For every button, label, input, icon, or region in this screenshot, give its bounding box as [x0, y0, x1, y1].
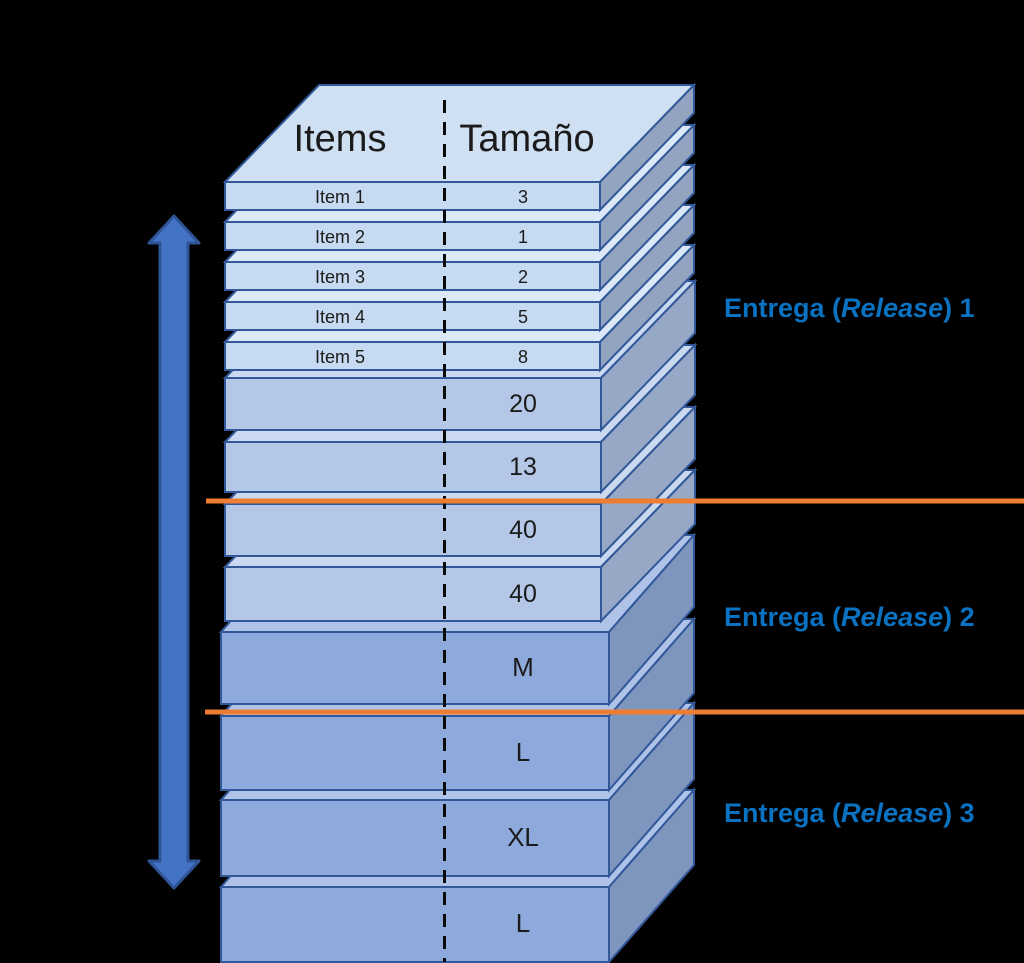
- release-1-prefix: Entrega (: [724, 293, 841, 323]
- layer-size-label: 1: [518, 227, 528, 247]
- release-1-emphasis: Release: [841, 293, 943, 323]
- release-1-label: Entrega (Release) 1: [724, 293, 975, 323]
- layer-item-label: Item 5: [315, 347, 365, 367]
- release-2-prefix: Entrega (: [724, 602, 841, 632]
- layer-size-label: L: [516, 737, 530, 767]
- layer-front-face: [224, 503, 602, 557]
- layer-front-face: [224, 377, 602, 431]
- layer-size-label: 2: [518, 267, 528, 287]
- layer-front-face: [220, 886, 610, 963]
- release-3-emphasis: Release: [841, 798, 943, 828]
- release-3-prefix: Entrega (: [724, 798, 841, 828]
- layer-size-label: XL: [507, 822, 539, 852]
- release-2-emphasis: Release: [841, 602, 943, 632]
- layer-size-label: 40: [509, 516, 537, 544]
- layer-size-label: 5: [518, 307, 528, 327]
- layer-front-face: [224, 341, 601, 371]
- layer-front-face: [224, 221, 601, 251]
- layer-front-face: [224, 301, 601, 331]
- size-column-header: Tamaño: [459, 118, 594, 160]
- items-column-header: Items: [294, 118, 387, 160]
- release-1-suffix: ) 1: [943, 293, 975, 323]
- layer-size-label: M: [512, 652, 534, 682]
- layer-size-label: 40: [509, 580, 537, 608]
- layer-item-label: Item 2: [315, 227, 365, 247]
- layer-size-label: 13: [509, 453, 537, 481]
- layer-item-label: Item 4: [315, 307, 365, 327]
- release-3-label: Entrega (Release) 3: [724, 798, 975, 828]
- layer-front-face: [224, 261, 601, 291]
- release-2-label: Entrega (Release) 2: [724, 602, 975, 632]
- layer-front-face: [220, 631, 610, 705]
- layer-front-face: [224, 566, 602, 622]
- layer-front-face: [220, 715, 610, 791]
- layer-size-label: 8: [518, 347, 528, 367]
- layer-front-face: [224, 441, 602, 493]
- layer-size-label: L: [516, 908, 530, 938]
- layer-front-face: [220, 799, 610, 877]
- priority-double-arrow: [147, 214, 201, 890]
- layer-item-label: Item 1: [315, 187, 365, 207]
- release-2-suffix: ) 2: [943, 602, 975, 632]
- layer-item-1: Items Tamaño Item 1 3: [222, 82, 697, 213]
- layer-item-label: Item 3: [315, 267, 365, 287]
- layer-size-label: 20: [509, 390, 537, 418]
- release-3-suffix: ) 3: [943, 798, 975, 828]
- layer-front-face: [224, 181, 601, 211]
- layer-size-label: 3: [518, 187, 528, 207]
